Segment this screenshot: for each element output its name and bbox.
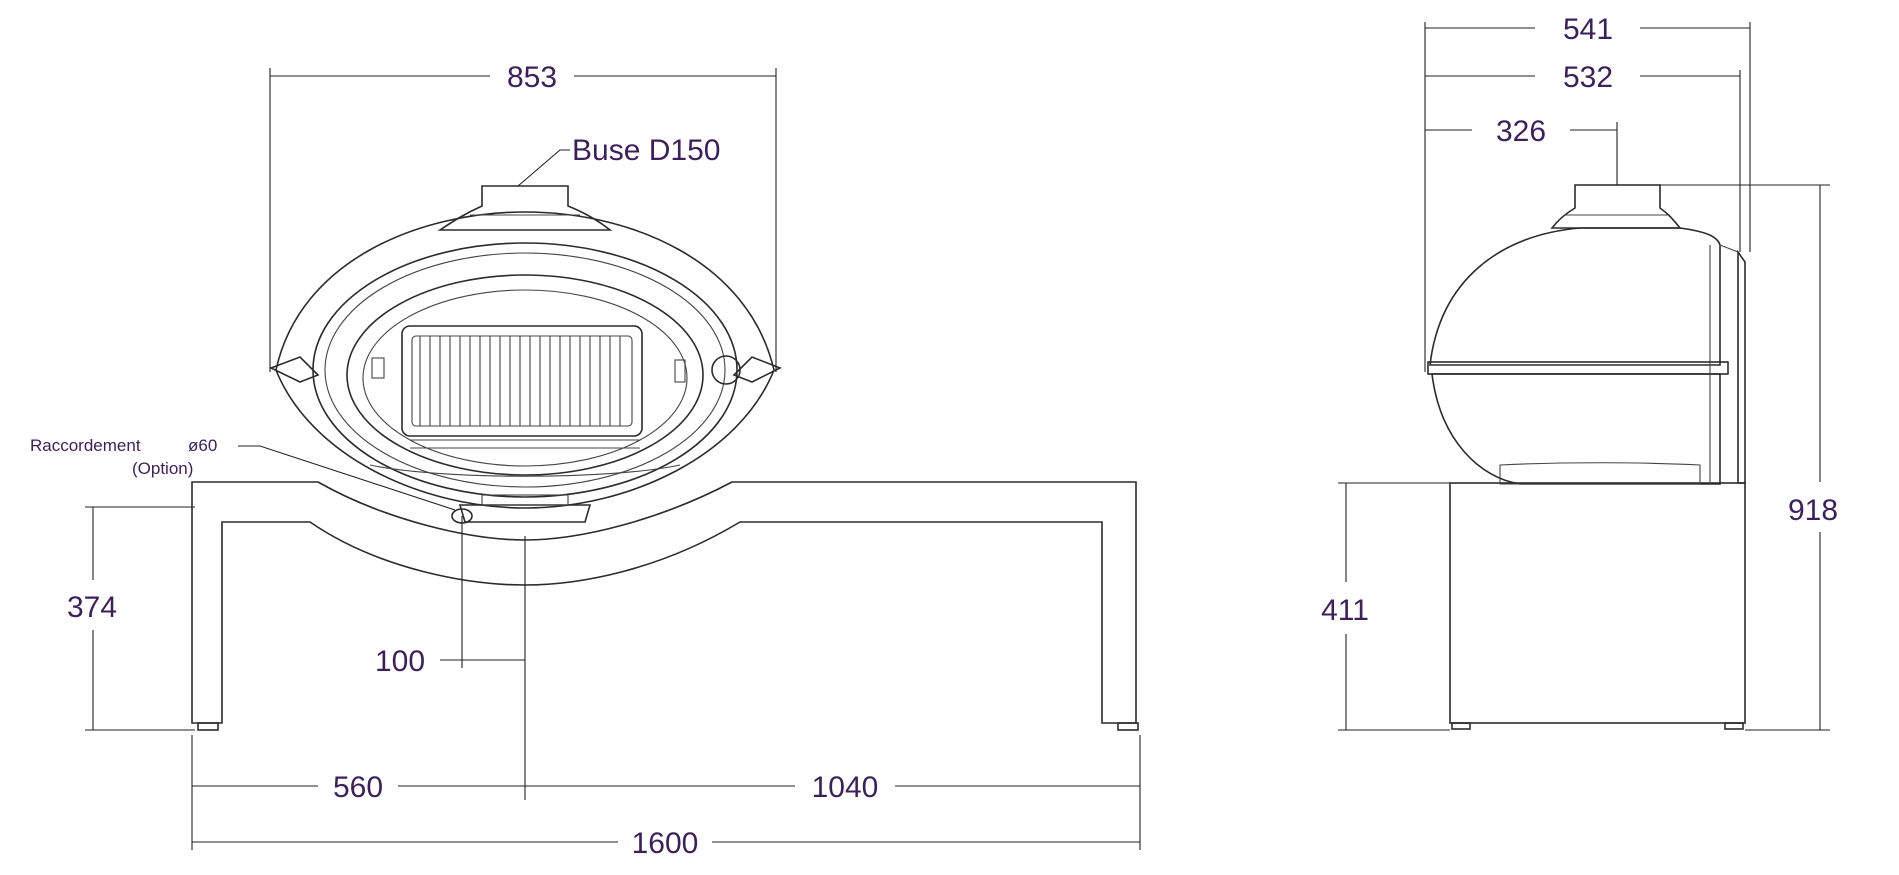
side-dome-upper [1429,227,1721,366]
dim-front-width: 853 [507,61,557,94]
front-view [191,185,1139,731]
dim-front-stand-height: 374 [67,591,117,624]
front-outer-shell [275,211,775,509]
front-door-frame [312,242,738,498]
dim-axis-to-right: 1040 [812,771,879,804]
label-connection-dia: ø60 [188,436,217,455]
label-connection: Raccordement [30,436,141,455]
front-door-handle [711,355,741,385]
front-foot-left [197,722,219,731]
dim-side-depth-body: 532 [1563,61,1613,94]
dim-side-stand-height: 411 [1321,594,1369,627]
dim-left-to-axis: 560 [333,771,383,804]
front-foot-right [1117,722,1139,731]
front-stand [191,481,1137,724]
side-stand-block [1449,482,1746,724]
front-flue-collar [437,185,613,231]
grate-bars [419,336,621,426]
front-firebox-grate [401,325,643,437]
label-connection-option: (Option) [132,459,193,478]
side-back-plate [1737,249,1746,484]
dim-side-axis-depth: 326 [1496,115,1546,148]
dim-side-total-height: 918 [1788,494,1838,527]
side-dome-lower [1431,373,1721,485]
side-view [1427,184,1746,730]
dim-total-width: 1600 [632,827,699,860]
front-lug-left [268,356,320,383]
front-dimensions: 853 Buse D150 Raccordement ø60 (Option) … [30,61,1141,860]
side-flue-collar [1550,184,1682,229]
front-door-glass [346,274,704,476]
label-flue: Buse D150 [572,134,720,167]
side-dimensions: 541 532 326 918 411 [1321,13,1838,731]
side-belt [1427,361,1729,375]
front-lug-right [732,356,782,383]
dim-flue-offset: 100 [375,645,425,678]
dim-side-depth-total: 541 [1563,13,1613,46]
